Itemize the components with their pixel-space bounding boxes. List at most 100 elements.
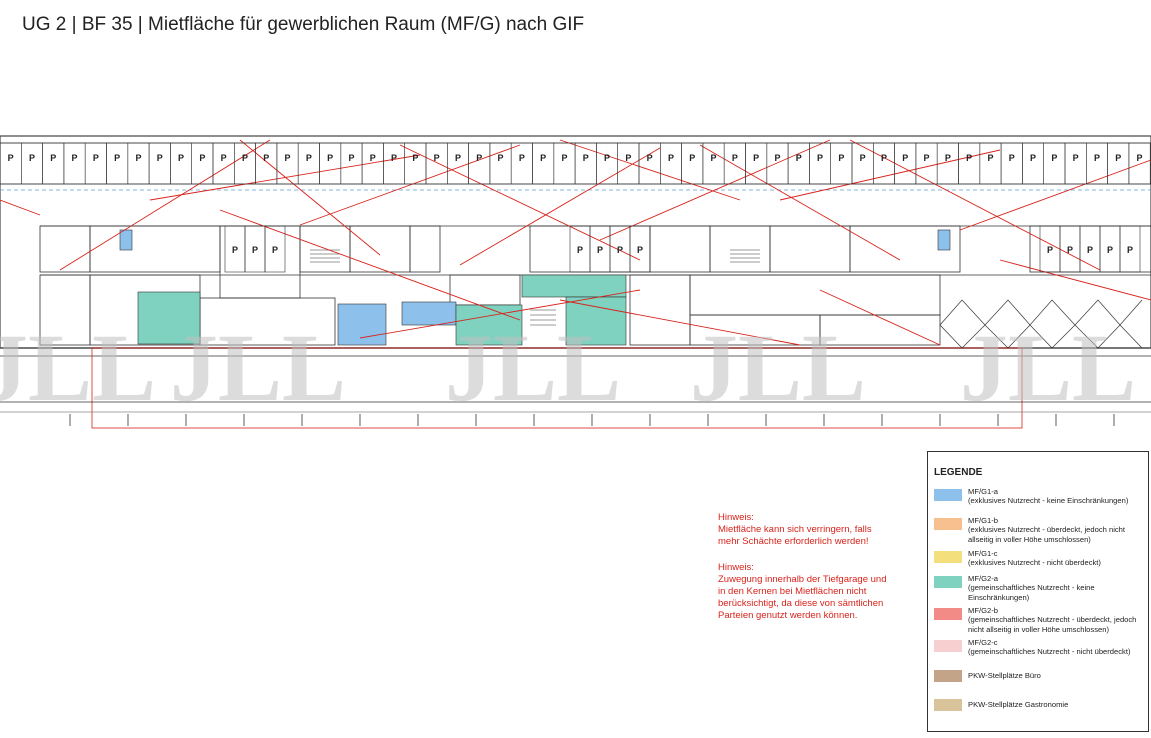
parking-space [148, 142, 171, 185]
parking-space [191, 142, 214, 185]
parking-space [766, 142, 789, 185]
parking-label: P [348, 153, 354, 163]
legend-label: MF/G2-b [968, 606, 998, 615]
parking-space [446, 142, 469, 185]
parking-label: P [561, 153, 567, 163]
parking-label: P [838, 153, 844, 163]
parking-label: P [263, 153, 269, 163]
parking-label: P [881, 153, 887, 163]
parking-space [20, 142, 43, 185]
parking-space [787, 142, 810, 185]
hint-heading-1: Hinweis: [718, 512, 754, 523]
parking-label: P [370, 153, 376, 163]
parking-label: P [753, 153, 759, 163]
parking-label: P [434, 153, 440, 163]
parking-label: P [796, 153, 802, 163]
parking-label: P [1094, 153, 1100, 163]
parking-space [681, 142, 704, 185]
parking-label: P [689, 153, 695, 163]
parking-label: P [221, 153, 227, 163]
parking-space [638, 142, 661, 185]
parking-space [958, 142, 981, 185]
parking-space [212, 142, 235, 185]
legend-label: PKW-Stellplätze Gastronomie [968, 700, 1069, 709]
parking-label: P [1073, 153, 1079, 163]
parking-space [851, 142, 874, 185]
parking-label: P [625, 153, 631, 163]
parking-label: P [1067, 245, 1073, 255]
parking-space [106, 142, 129, 185]
parking-label: P [157, 153, 163, 163]
parking-space [1086, 142, 1108, 185]
floor-plan: P P P P P P P P P P P P P P P P P P P P P P P P P P P P P P P P P P P P P P P P… [0, 135, 1151, 429]
legend-label: MF/G1-b [968, 516, 998, 525]
legend-desc: (gemeinschaftliches Nutzrecht - keine [968, 583, 1095, 593]
parking-space [659, 142, 682, 185]
parking-label: P [1127, 245, 1133, 255]
parking-space [264, 225, 286, 273]
parking-space [809, 142, 832, 185]
parking-space [830, 142, 853, 185]
parking-space [127, 142, 150, 185]
parking-label: P [476, 153, 482, 163]
parking-label: P [232, 245, 238, 255]
parking-space [1064, 142, 1087, 185]
parking-row: P P P P P P P P P P P P P P P P P P P P P P P P P P P P P P P P P P P P P P P P… [0, 142, 1151, 273]
hint-line: Parteien genutzt werden können. [718, 610, 858, 621]
parking-label: P [945, 153, 951, 163]
parking-label: P [199, 153, 205, 163]
legend-swatch [934, 640, 962, 652]
legend-desc: (exklusives Nutzrecht - nicht überdeckt) [968, 558, 1101, 568]
parking-label: P [1107, 245, 1113, 255]
parking-label: P [711, 153, 717, 163]
hint-line: Zuwegung innerhalb der Tiefgarage und [718, 574, 887, 585]
parking-label: P [604, 153, 610, 163]
legend-title: LEGENDE [934, 467, 983, 478]
parking-space [1128, 142, 1151, 185]
parking-space [63, 142, 86, 185]
parking-label: P [966, 153, 972, 163]
parking-label: P [577, 245, 583, 255]
parking-label: P [455, 153, 461, 163]
parking-label: P [1030, 153, 1036, 163]
parking-space [1119, 225, 1141, 273]
parking-label: P [114, 153, 120, 163]
parking-label: P [1087, 245, 1093, 255]
hint-block-1: Hinweis: Mietfläche kann sich verringern… [718, 512, 918, 548]
legend-desc: (exklusives Nutzrecht - überdeckt, jedoc… [968, 525, 1126, 535]
parking-label: P [285, 153, 291, 163]
parking-space [84, 142, 107, 185]
legend-desc: (gemeinschaftliches Nutzrecht - überdeck… [968, 615, 1137, 625]
parking-space [276, 142, 299, 185]
parking-label: P [860, 153, 866, 163]
parking-space [574, 142, 597, 185]
parking-space [1043, 142, 1066, 185]
parking-space [915, 142, 938, 185]
legend-label: MF/G1-a [968, 487, 998, 496]
parking-space [629, 225, 651, 273]
parking-space [617, 142, 640, 185]
parking-label: P [617, 245, 623, 255]
parking-label: P [1137, 153, 1143, 163]
parking-space [234, 142, 256, 185]
parking-space [361, 142, 384, 185]
page-title: UG 2 | BF 35 | Mietfläche für gewerblich… [22, 14, 585, 35]
parking-space [532, 142, 555, 185]
parking-label: P [583, 153, 589, 163]
hint-line: mehr Schächte erforderlich werden! [718, 536, 869, 547]
legend-swatch [934, 489, 962, 501]
parking-label: P [637, 245, 643, 255]
legend-desc: (gemeinschaftliches Nutzrecht - nicht üb… [968, 647, 1131, 657]
parking-label: P [647, 153, 653, 163]
parking-space [297, 142, 320, 185]
parking-space [702, 142, 725, 185]
legend-box: LEGENDE MF/G1-a (exklusives Nutzrecht - … [927, 451, 1149, 732]
parking-space [255, 142, 278, 185]
parking-label: P [93, 153, 99, 163]
parking-label: P [817, 153, 823, 163]
legend-label: MF/G1-c [968, 549, 998, 558]
legend-label: PKW-Stellplätze Büro [968, 671, 1041, 680]
parking-label: P [902, 153, 908, 163]
parking-label: P [327, 153, 333, 163]
parking-label: P [178, 153, 184, 163]
